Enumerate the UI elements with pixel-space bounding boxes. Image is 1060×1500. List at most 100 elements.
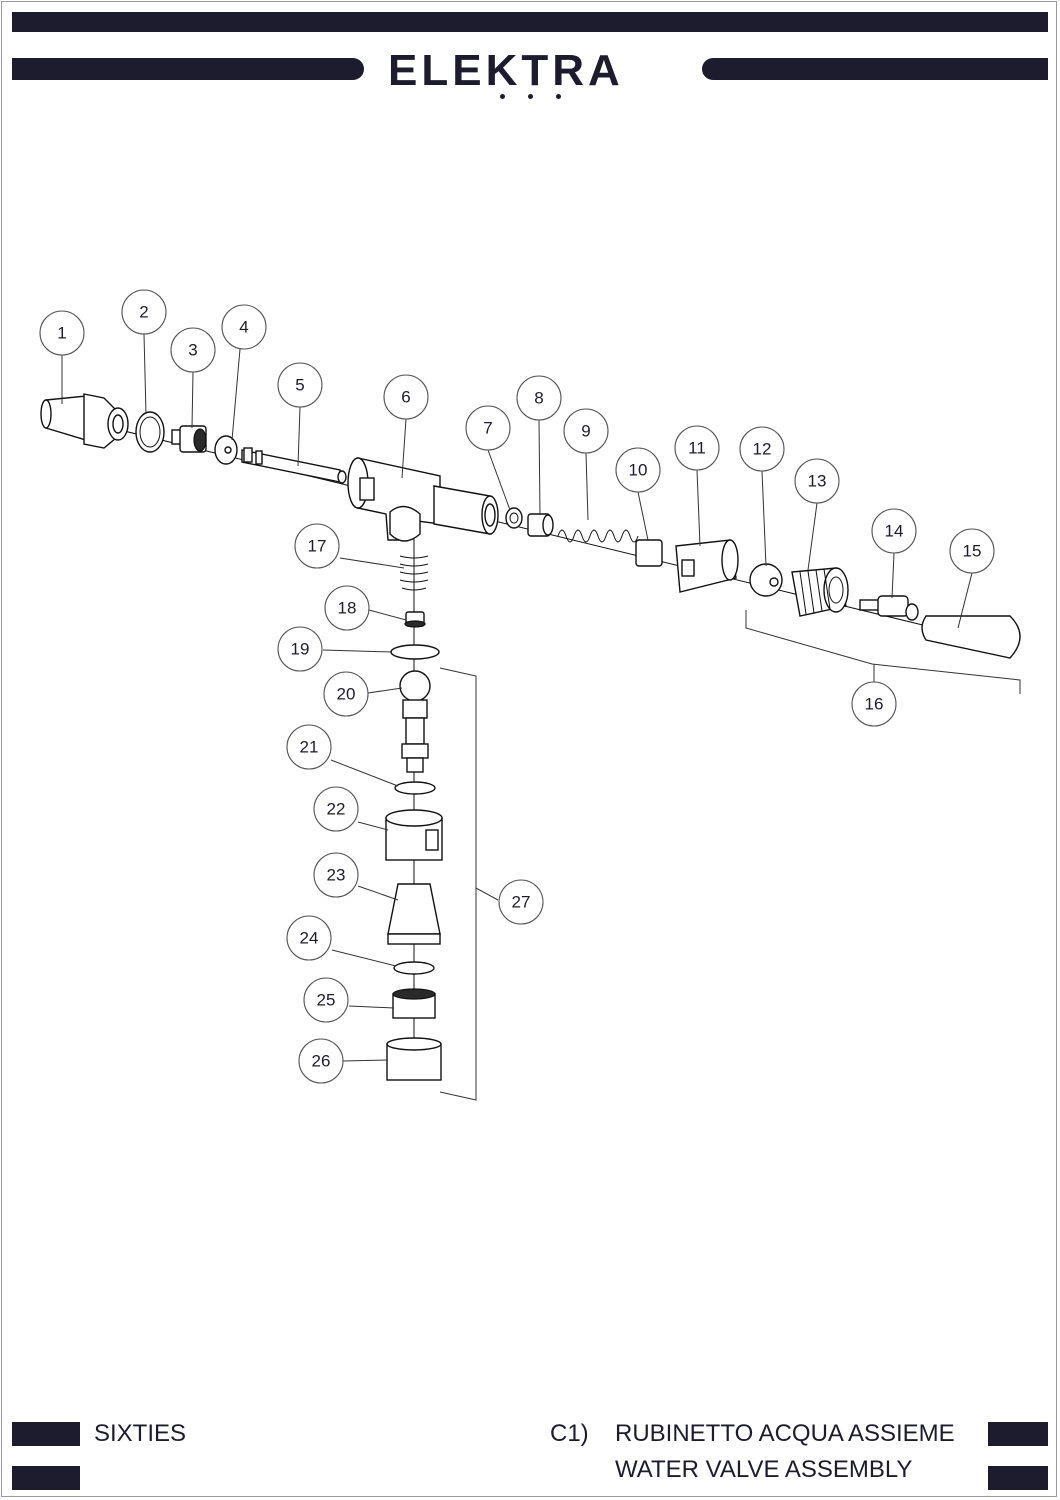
part-4-washer — [214, 435, 238, 465]
callout-circle — [170, 327, 216, 373]
callout-circle — [286, 915, 332, 961]
callout-label: 11 — [688, 439, 706, 458]
callout-13: 13 — [794, 458, 840, 504]
part-26-sleeve — [386, 1037, 442, 1081]
bracket-27 — [439, 667, 477, 1101]
callout-11: 11 — [674, 425, 720, 471]
callout-label: 26 — [312, 1052, 331, 1071]
callout-circle — [871, 508, 917, 554]
callout-circle — [949, 528, 995, 574]
callout-circle — [563, 408, 609, 454]
callout-circle — [294, 523, 340, 569]
drawing-code: C1) — [550, 1420, 589, 1447]
header-bar-left — [12, 58, 364, 80]
callout-circle — [277, 362, 323, 408]
callout-label: 5 — [295, 376, 304, 395]
part-14-pin — [859, 595, 919, 621]
callout-label: 24 — [300, 929, 319, 948]
part-18-seal — [404, 611, 426, 628]
part-7-ring — [505, 507, 523, 529]
part-1-connector — [40, 393, 129, 449]
callout-label: 27 — [512, 893, 531, 912]
part-6-valve-body — [347, 457, 499, 542]
part-11-cap — [675, 539, 739, 593]
callout-label: 17 — [308, 537, 327, 556]
part-13-knurled-ring — [791, 567, 849, 617]
callout-circle — [615, 447, 661, 493]
callout-circle — [794, 458, 840, 504]
callout-20: 20 — [323, 671, 369, 717]
callout-3: 3 — [170, 327, 216, 373]
title-english: WATER VALVE ASSEMBLY — [615, 1456, 913, 1483]
part-5-stem — [241, 447, 347, 484]
callout-circle — [498, 879, 544, 925]
callout-18: 18 — [324, 585, 370, 631]
callout-circle — [277, 626, 323, 672]
callout-4: 4 — [221, 304, 267, 350]
callout-label: 13 — [808, 472, 827, 491]
callout-circle — [39, 310, 85, 356]
callout-27: 27 — [498, 879, 544, 925]
callout-12: 12 — [739, 426, 785, 472]
callout-23: 23 — [313, 852, 359, 898]
callout-label: 6 — [401, 388, 410, 407]
callout-label: 14 — [885, 522, 904, 541]
part-23-cone — [387, 883, 441, 945]
callout-circle — [324, 585, 370, 631]
callout-10: 10 — [615, 447, 661, 493]
callout-16: 16 — [851, 681, 897, 727]
callout-24: 24 — [286, 915, 332, 961]
part-17-spring — [399, 555, 429, 591]
callout-label: 12 — [753, 440, 772, 459]
part-25-aerator — [392, 988, 436, 1019]
callout-circle — [121, 289, 167, 335]
callout-25: 25 — [303, 977, 349, 1023]
callout-circle — [313, 852, 359, 898]
part-19-oring — [390, 644, 440, 660]
part-10-sleeve — [635, 539, 663, 567]
header-bar-top — [12, 12, 1048, 32]
footer-bar-left-2 — [12, 1466, 80, 1490]
callout-label: 18 — [338, 599, 357, 618]
bracket-16 — [745, 610, 1021, 694]
callout-circle — [313, 786, 359, 832]
callout-circle — [323, 671, 369, 717]
callout-label: 7 — [483, 419, 492, 438]
callout-6: 6 — [383, 374, 429, 420]
callout-5: 5 — [277, 362, 323, 408]
callout-19: 19 — [277, 626, 323, 672]
callout-label: 8 — [534, 389, 543, 408]
callout-label: 2 — [139, 303, 148, 322]
callout-circle — [465, 405, 511, 451]
callout-label: 22 — [327, 800, 346, 819]
part-24-washer — [393, 961, 435, 975]
callout-circle — [739, 426, 785, 472]
callout-circle — [221, 304, 267, 350]
brand-logo: ELEKTRA — [388, 46, 688, 106]
part-8-seat — [527, 513, 554, 537]
callout-label: 19 — [291, 640, 310, 659]
logo-dots — [498, 92, 578, 100]
part-22-nut — [385, 809, 443, 861]
part-3-bushing — [171, 425, 207, 453]
callout-14: 14 — [871, 508, 917, 554]
callout-21: 21 — [286, 724, 332, 770]
part-9-spring — [557, 529, 639, 543]
part-15-handle — [921, 615, 1021, 659]
callout-8: 8 — [516, 375, 562, 421]
callout-label: 25 — [317, 991, 336, 1010]
callout-7: 7 — [465, 405, 511, 451]
callout-circle — [286, 724, 332, 770]
callout-label: 23 — [327, 866, 346, 885]
model-name: SIXTIES — [94, 1420, 187, 1447]
callout-label: 4 — [239, 318, 248, 337]
footer-bar-right-1 — [988, 1422, 1048, 1446]
callout-label: 10 — [629, 461, 648, 480]
callout-label: 1 — [57, 324, 66, 343]
callout-circle — [303, 977, 349, 1023]
callout-label: 15 — [963, 542, 982, 561]
leader-lines — [61, 333, 973, 1062]
callout-circle — [383, 374, 429, 420]
